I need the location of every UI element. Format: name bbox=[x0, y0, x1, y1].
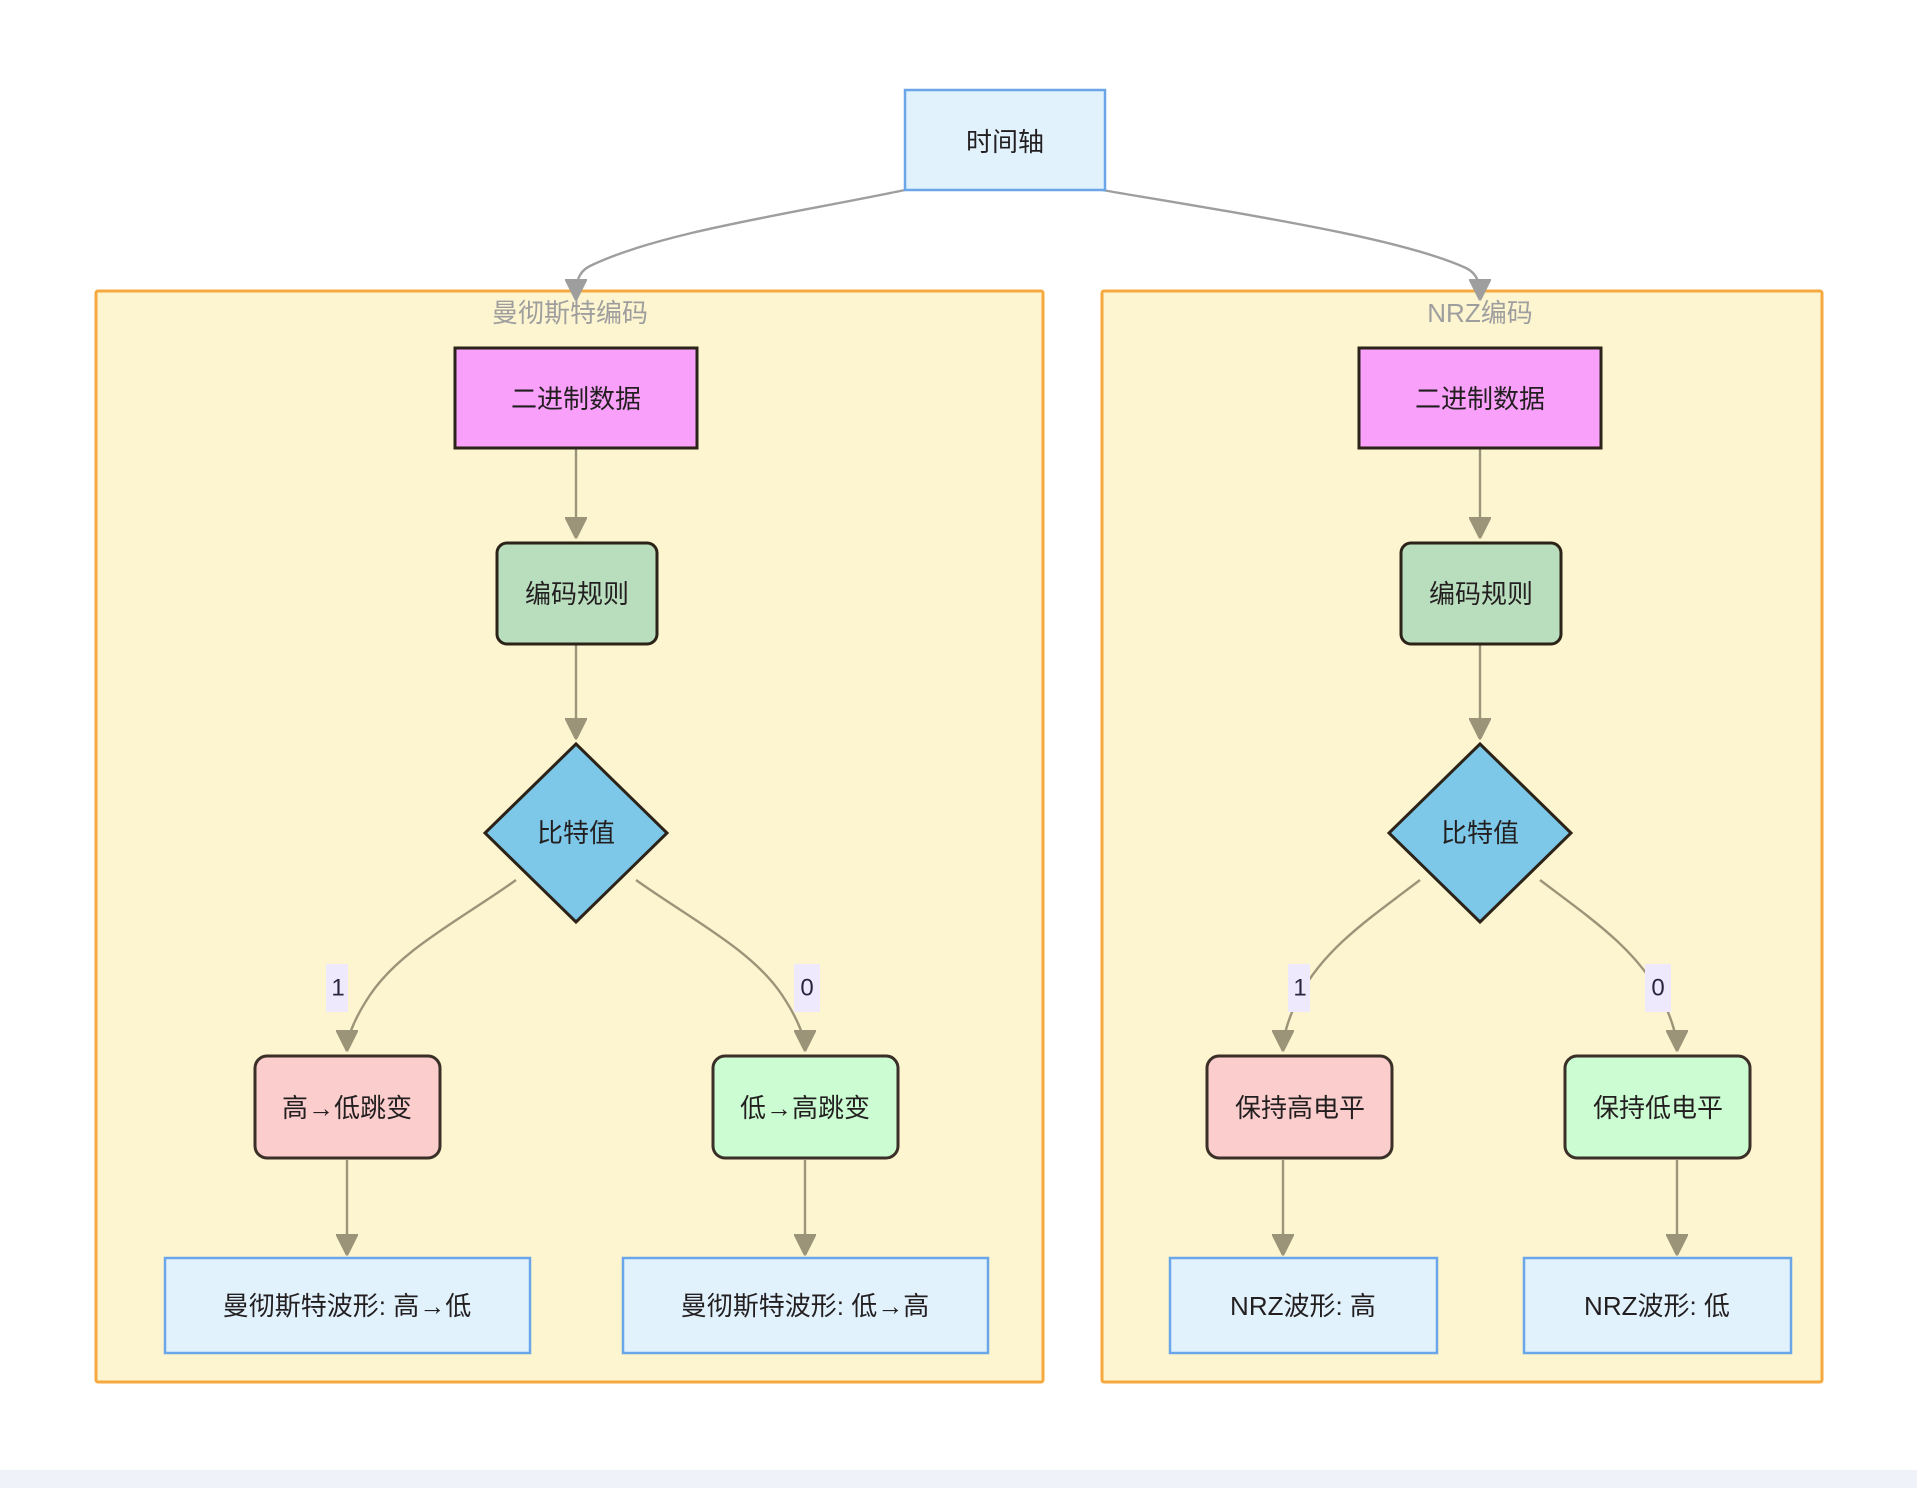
edge-timeline-to-manchester-data bbox=[576, 188, 906, 297]
node-n-bit-label: 比特值 bbox=[1441, 818, 1519, 848]
edge-m-bit-to-low-high bbox=[635, 879, 805, 1048]
node-m-wave-hl[interactable]: 曼彻斯特波形: 高→低 bbox=[163, 1256, 532, 1355]
node-n-keep-low-label: 保持低电平 bbox=[1593, 1093, 1723, 1123]
node-m-rule-shape[interactable] bbox=[495, 541, 659, 646]
node-m-low-high-label: 低→高跳变 bbox=[740, 1093, 870, 1123]
node-n-bit-shape[interactable] bbox=[1386, 741, 1574, 925]
node-n-wave-low[interactable]: NRZ波形: 低 bbox=[1522, 1256, 1793, 1355]
node-m-wave-lh-label: 曼彻斯特波形: 低→高 bbox=[681, 1291, 929, 1321]
node-m-bit[interactable]: 比特值 bbox=[482, 741, 670, 925]
edge-label-m-one: 1 bbox=[326, 964, 348, 1012]
edge-label-m-zero: 0 bbox=[794, 964, 820, 1012]
node-n-keep-high[interactable]: 保持高电平 bbox=[1205, 1054, 1394, 1160]
node-m-low-high[interactable]: 低→高跳变 bbox=[711, 1054, 900, 1160]
node-n-keep-low[interactable]: 保持低电平 bbox=[1563, 1054, 1752, 1160]
node-n-data-label: 二进制数据 bbox=[1415, 384, 1545, 414]
edge-label-m-one-text: 1 bbox=[331, 975, 344, 1002]
node-n-rule[interactable]: 编码规则 bbox=[1399, 541, 1563, 646]
node-n-rule-shape[interactable] bbox=[1399, 541, 1563, 646]
node-timeline[interactable]: 时间轴 bbox=[903, 88, 1107, 192]
node-n-wave-low-label: NRZ波形: 低 bbox=[1584, 1291, 1730, 1321]
edge-label-m-zero-bg bbox=[794, 964, 820, 1012]
node-m-rule[interactable]: 编码规则 bbox=[495, 541, 659, 646]
node-m-wave-hl-shape[interactable] bbox=[163, 1256, 532, 1355]
edge-label-n-one-bg bbox=[1288, 964, 1310, 1012]
edge-label-m-one-bg bbox=[326, 964, 348, 1012]
node-n-wave-high-label: NRZ波形: 高 bbox=[1230, 1291, 1376, 1321]
node-n-wave-high[interactable]: NRZ波形: 高 bbox=[1168, 1256, 1439, 1355]
node-n-bit[interactable]: 比特值 bbox=[1386, 741, 1574, 925]
node-m-data[interactable]: 二进制数据 bbox=[453, 346, 699, 450]
node-m-high-low-label: 高→低跳变 bbox=[282, 1093, 412, 1123]
edge-m-bit-to-high-low bbox=[347, 879, 517, 1048]
edge-label-n-zero-text: 0 bbox=[1651, 975, 1664, 1002]
cluster-nrz-label: NRZ编码 bbox=[1427, 298, 1532, 328]
node-timeline-shape[interactable] bbox=[903, 88, 1107, 192]
edge-n-bit-to-keep-high bbox=[1283, 879, 1421, 1048]
node-m-data-shape[interactable] bbox=[453, 346, 699, 450]
edge-label-n-one: 1 bbox=[1288, 964, 1310, 1012]
edge-label-n-one-text: 1 bbox=[1293, 975, 1306, 1002]
node-m-low-high-shape[interactable] bbox=[711, 1054, 900, 1160]
node-m-rule-label: 编码规则 bbox=[525, 579, 629, 609]
footer-strip bbox=[0, 1470, 1917, 1488]
node-m-wave-hl-label: 曼彻斯特波形: 高→低 bbox=[223, 1291, 471, 1321]
node-m-wave-lh-shape[interactable] bbox=[621, 1256, 990, 1355]
edge-label-n-zero-bg bbox=[1645, 964, 1671, 1012]
node-n-rule-label: 编码规则 bbox=[1429, 579, 1533, 609]
node-timeline-label: 时间轴 bbox=[966, 127, 1044, 157]
node-n-wave-low-shape[interactable] bbox=[1522, 1256, 1793, 1355]
edge-timeline-to-nrz-data bbox=[1101, 188, 1480, 297]
node-m-high-low[interactable]: 高→低跳变 bbox=[253, 1054, 442, 1160]
node-n-wave-high-shape[interactable] bbox=[1168, 1256, 1439, 1355]
cluster-manchester-label: 曼彻斯特编码 bbox=[492, 298, 648, 328]
node-n-keep-low-shape[interactable] bbox=[1563, 1054, 1752, 1160]
node-m-bit-label: 比特值 bbox=[537, 818, 615, 848]
node-m-wave-lh[interactable]: 曼彻斯特波形: 低→高 bbox=[621, 1256, 990, 1355]
node-n-data[interactable]: 二进制数据 bbox=[1357, 346, 1603, 450]
node-m-data-label: 二进制数据 bbox=[511, 384, 641, 414]
node-n-data-shape[interactable] bbox=[1357, 346, 1603, 450]
edge-label-n-zero: 0 bbox=[1645, 964, 1671, 1012]
edge-label-m-zero-text: 0 bbox=[800, 975, 813, 1002]
node-n-keep-high-shape[interactable] bbox=[1205, 1054, 1394, 1160]
node-n-keep-high-label: 保持高电平 bbox=[1235, 1093, 1365, 1123]
node-m-high-low-shape[interactable] bbox=[253, 1054, 442, 1160]
node-m-bit-shape[interactable] bbox=[482, 741, 670, 925]
